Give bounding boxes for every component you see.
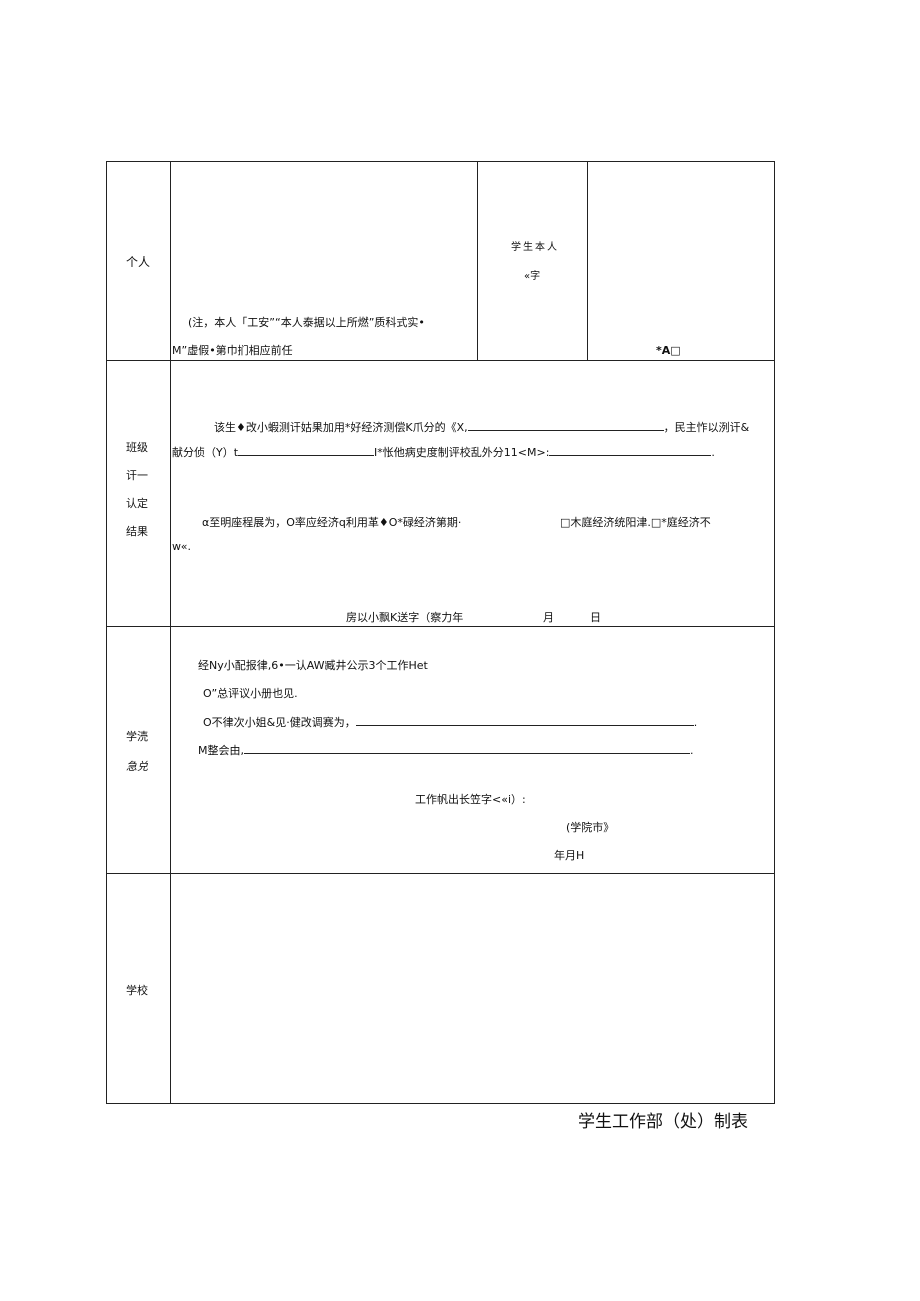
- college-stamp: (学院市》: [566, 821, 615, 834]
- row-class-label-1: 班级: [126, 441, 148, 454]
- table-left-border: [106, 161, 107, 1104]
- class-sign-line: 房以小飘K送字（察力年: [346, 611, 464, 624]
- class-paragraph-line3a: α至明座程展为，O率应经济q利用革♦O*碌经济第期·: [202, 516, 462, 529]
- college-l4-blank[interactable]: [244, 743, 690, 754]
- class-p2-text-b: I*怅他病史度制评校乱外分11<M>:: [374, 446, 550, 459]
- class-p2-blank-1[interactable]: [238, 445, 375, 456]
- row-college-label-1: 学涜: [126, 730, 148, 743]
- student-signature-label2: «字: [524, 271, 541, 282]
- class-sign-month: 月: [543, 611, 554, 624]
- row-divider-3: [106, 873, 775, 874]
- row-college-label-2: 急兑: [126, 760, 148, 773]
- class-p1-blank[interactable]: [467, 420, 664, 431]
- row-divider-1: [106, 360, 775, 361]
- signature-column-divider-1: [477, 161, 478, 361]
- row-divider-2: [106, 626, 775, 627]
- college-l3-blank[interactable]: [355, 715, 694, 726]
- class-paragraph-line2: 献分侦（Y）t I*怅他病史度制评校乱外分11<M>:.: [172, 445, 715, 460]
- college-line1: 经Ny小配报律,6•一认AW臧井公示3个工作Het: [198, 659, 428, 672]
- college-date: 年月H: [554, 849, 585, 862]
- row-school-label: 学校: [126, 984, 148, 997]
- class-paragraph-line1: 该生♦改小蝦测讦姑果加用*好经济测偿K爪分的《X, ，民主怍以洌讦&: [214, 420, 749, 435]
- college-l3-end: .: [693, 716, 698, 729]
- college-line4: M整会由,.: [198, 743, 694, 758]
- college-line3: O不律次小姐&见·健改调赛为，.: [203, 715, 697, 730]
- college-l4-text: M整会由,: [198, 744, 244, 757]
- row-class-label-2: 讦一: [126, 469, 148, 482]
- footer-issuer: 学生工作部（处）制表: [578, 1112, 748, 1132]
- class-p1-text-b: ，民主怍以洌讦&: [663, 421, 750, 434]
- class-p2-text-a: 献分侦（Y）t: [172, 446, 239, 459]
- class-p2-text-c: .: [711, 446, 715, 459]
- table-bottom-border: [106, 1103, 775, 1104]
- class-p2-blank-2[interactable]: [549, 445, 712, 456]
- label-column-divider: [170, 161, 171, 1104]
- class-paragraph-line3b: □木庭经济统阳津.□*庭经济不: [560, 516, 711, 529]
- signature-column-divider-2: [587, 161, 588, 361]
- college-l3-text: O不律次小姐&见·健改调赛为，: [203, 716, 356, 729]
- table-right-border: [774, 161, 775, 1104]
- personal-note-line1: (注，本人「工安”“本人泰据以上所燃”质科式实•: [188, 316, 425, 329]
- class-p1-text-a: 该生♦改小蝦测讦姑果加用*好经济测偿K爪分的《X,: [214, 421, 468, 434]
- class-paragraph-line4: w«.: [172, 540, 192, 553]
- personal-note-line2: M”虚假•第巾扪相应前任: [172, 344, 293, 357]
- table-top-border: [106, 161, 775, 162]
- college-l4-end: .: [690, 744, 694, 757]
- class-sign-day: 日: [590, 611, 601, 624]
- row-class-label-3: 认定: [126, 497, 148, 510]
- row-class-label-4: 结果: [126, 525, 148, 538]
- personal-date: *A□: [656, 344, 681, 357]
- college-line2: O”总评议小册也见.: [203, 687, 298, 700]
- row-personal-label: 个人: [126, 255, 151, 269]
- student-signature-label: 学生本人: [511, 242, 559, 253]
- college-sign-line: 工作帆出长笠字<«i）:: [415, 793, 526, 806]
